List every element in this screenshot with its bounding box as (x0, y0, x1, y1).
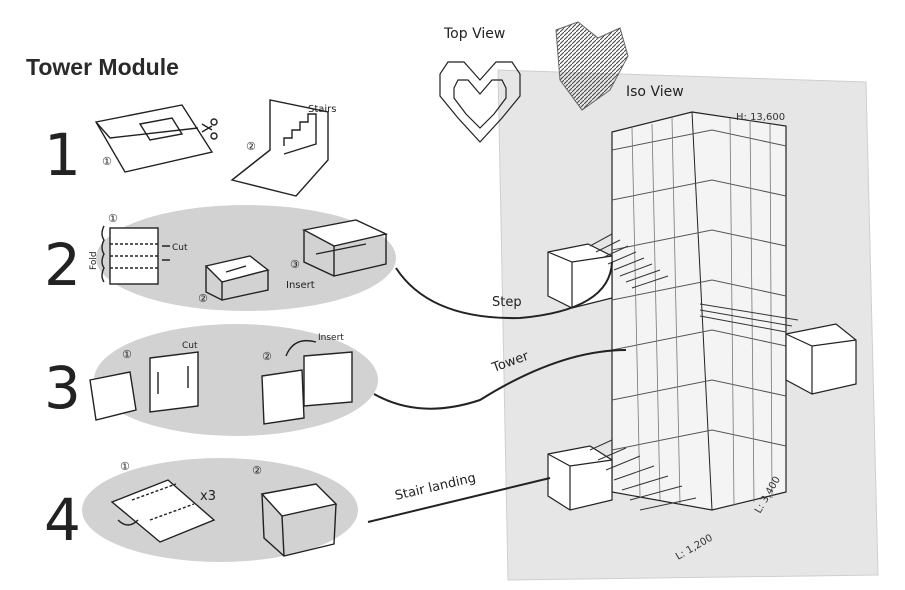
step-3-sub-2: ② (262, 350, 272, 363)
step-number-4: 4 (44, 486, 81, 554)
top-view-label: Top View (443, 26, 505, 42)
step-3-sketch-panels (89, 351, 199, 421)
landing-leader-line (367, 477, 551, 523)
step-4-sketch-net (110, 479, 216, 543)
top-view-heart-3d (555, 21, 629, 111)
step-leader-line (395, 261, 613, 320)
tower-iso (611, 111, 787, 511)
step-1-sketch-stairs (230, 99, 329, 197)
step-2-sketch-box (204, 255, 270, 301)
step-2-sub-3: ③ (290, 258, 300, 271)
step-1-sketch-folded-paper (94, 104, 218, 173)
step-4-sub-1: ① (120, 460, 130, 473)
step-4-oval (82, 458, 358, 562)
step-2-sub-1: ① (108, 212, 118, 225)
callout-step: Step (492, 295, 522, 310)
step-1-note-stairs: Stairs (308, 104, 337, 115)
tower-leader-line (373, 349, 627, 410)
step-2-note-cut: Cut (172, 243, 188, 253)
landing-mid-right (785, 323, 857, 395)
step-2-sketch-insert (301, 219, 389, 277)
iso-view-label: Iso View (626, 84, 684, 100)
step-3-note-cut: Cut (182, 341, 198, 351)
dimension-height: H: 13,600 (736, 112, 785, 123)
step-2-note-fold: Fold (89, 251, 99, 270)
step-3-note-insert: Insert (318, 333, 344, 343)
step-number-3: 3 (44, 354, 81, 422)
step-2-note-insert: Insert (286, 280, 315, 291)
step-3-sketch-insert (261, 339, 353, 425)
step-3-sub-1: ① (122, 348, 132, 361)
stair-flights (589, 233, 799, 511)
step-2-sub-2: ② (198, 292, 208, 305)
step-number-2: 2 (44, 231, 81, 299)
step-2-sketch-fold-cut (101, 225, 170, 285)
step-4-sketch-cube (260, 483, 338, 557)
landing-top-left (547, 243, 613, 309)
top-view-heart (439, 61, 521, 143)
landing-bottom-left (547, 445, 613, 511)
step-number-1: 1 (44, 121, 81, 189)
page-title: Tower Module (26, 54, 179, 80)
step-1-sub-1: ① (102, 155, 112, 168)
step-1-sub-2: ② (246, 140, 256, 153)
step-4-sub-2: ② (252, 464, 262, 477)
step-4-note-x3: x3 (200, 489, 216, 504)
